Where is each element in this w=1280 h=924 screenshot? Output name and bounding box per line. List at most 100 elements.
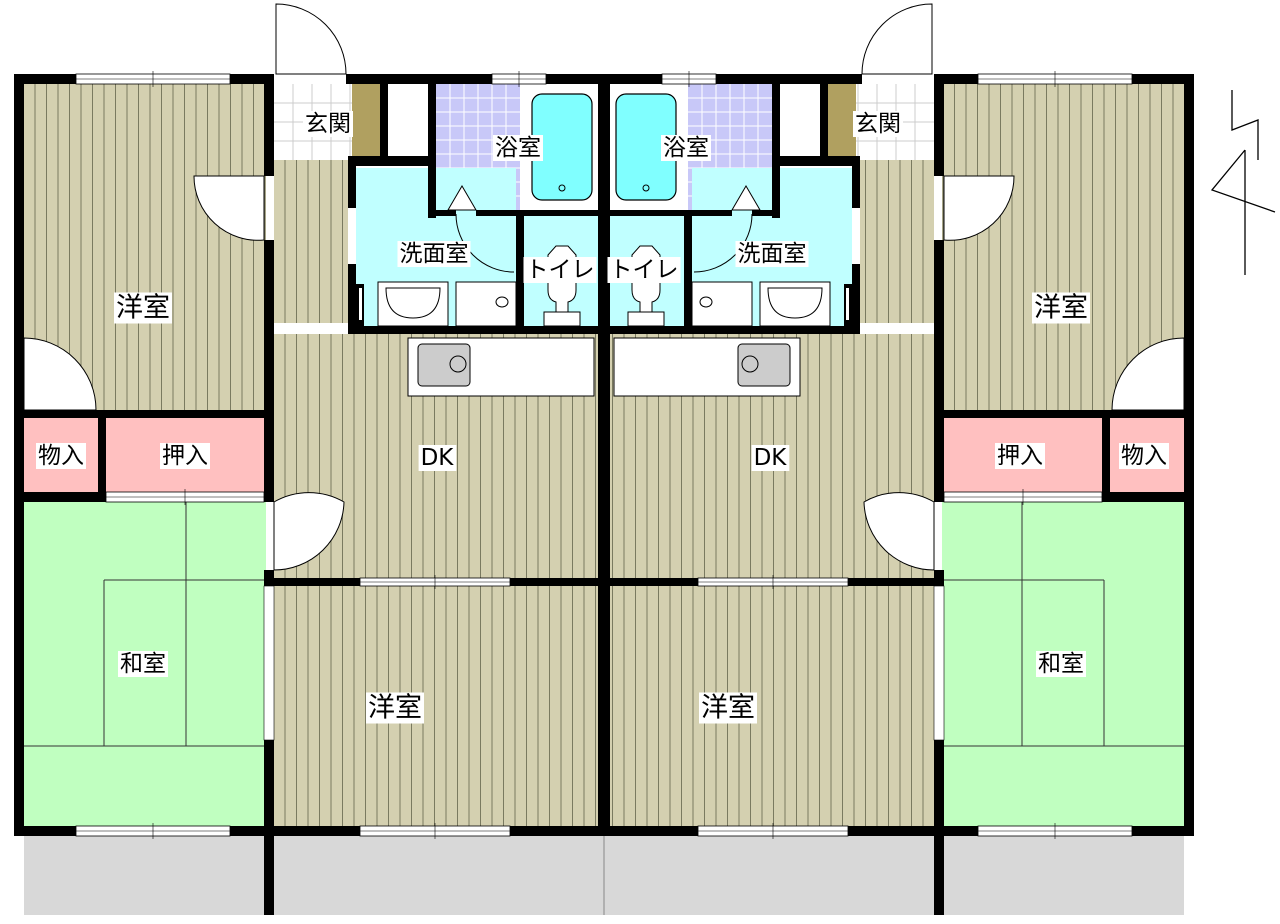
shoe-shelf — [828, 84, 856, 156]
wall — [1102, 418, 1110, 502]
wall — [348, 326, 604, 334]
tub-drain — [558, 184, 566, 192]
japanese-room-door — [273, 492, 345, 571]
wall — [264, 578, 360, 586]
label-japanese-room-right: 和室 — [1038, 651, 1084, 677]
balcony-floor — [24, 836, 266, 915]
wall — [602, 210, 732, 216]
label-toilet-right: トイレ — [610, 257, 679, 283]
label-japanese-room-left: 和室 — [120, 651, 166, 677]
right-unit-geometry — [600, 3, 1194, 915]
storage-cabinet — [780, 84, 820, 160]
wall — [684, 210, 692, 326]
wall — [934, 240, 944, 502]
label-closet-left: 押入 — [162, 443, 208, 469]
label-closet-right: 押入 — [997, 443, 1043, 469]
label-western-room-2-left: 洋室 — [368, 693, 422, 724]
western-room-1-balcony-door — [1111, 337, 1185, 411]
label-background — [751, 445, 790, 471]
wall — [942, 410, 1184, 418]
wall — [934, 410, 944, 502]
wall — [604, 826, 698, 836]
north-arrow-icon — [1210, 90, 1276, 275]
wall — [510, 826, 604, 836]
door-swing — [693, 213, 753, 273]
sliding-door — [263, 585, 275, 741]
kitchen-sink — [737, 343, 791, 387]
wall — [230, 826, 274, 836]
label-background — [853, 111, 903, 137]
wall-gap — [846, 288, 849, 320]
drain — [699, 296, 713, 308]
label-background — [607, 257, 681, 283]
label-background — [493, 135, 543, 161]
label-genkan-right: 玄関 — [855, 111, 901, 137]
wall — [264, 240, 274, 502]
entrance-door — [861, 3, 933, 75]
label-storage-right: 物入 — [1121, 443, 1167, 469]
wall — [934, 836, 944, 915]
basin-bowl — [385, 287, 441, 319]
wall — [428, 210, 456, 216]
western-room-1-balcony-door — [23, 337, 97, 411]
wall — [934, 74, 978, 84]
corridor-floor — [860, 160, 934, 326]
wall — [230, 74, 274, 84]
bath-door — [731, 185, 761, 211]
label-background — [397, 241, 471, 267]
wall — [934, 74, 944, 176]
wall — [1132, 826, 1194, 836]
wall — [934, 826, 978, 836]
label-dk-left: DK — [421, 445, 455, 471]
wall — [510, 578, 604, 586]
label-background — [699, 692, 757, 724]
wall — [348, 156, 436, 166]
wall — [24, 410, 266, 418]
toilet-tank — [627, 311, 665, 327]
western-room-1-door — [193, 175, 265, 241]
wall — [852, 264, 860, 334]
wall — [346, 74, 492, 84]
label-bath-right: 浴室 — [663, 135, 709, 161]
label-genkan-left: 玄関 — [305, 111, 351, 137]
wall — [604, 578, 698, 586]
label-background — [1036, 651, 1086, 677]
wall — [604, 326, 860, 334]
sink-drain — [741, 355, 759, 373]
basin-bowl — [767, 287, 823, 319]
wall — [820, 84, 828, 160]
wall — [772, 84, 780, 218]
wall — [516, 210, 524, 326]
wall-gap — [359, 288, 362, 320]
wall — [716, 74, 862, 84]
wall — [1102, 492, 1184, 502]
label-washroom-right: 洗面室 — [738, 241, 807, 267]
label-background — [118, 651, 168, 677]
wall — [1132, 74, 1194, 84]
label-background — [366, 692, 424, 724]
wall — [772, 156, 860, 166]
label-background — [735, 241, 809, 267]
balcony-floor — [274, 836, 604, 915]
label-washroom-left: 洗面室 — [400, 241, 469, 267]
wall — [852, 160, 860, 208]
wall — [24, 492, 106, 502]
wall — [14, 74, 24, 836]
wall — [476, 210, 606, 216]
wall — [348, 264, 356, 334]
label-background — [523, 257, 597, 283]
toilet-tank — [543, 311, 581, 327]
label-western-room-1-left: 洋室 — [116, 293, 170, 324]
japanese-room-door — [863, 492, 935, 571]
wall — [1184, 74, 1194, 836]
tub-drain — [642, 184, 650, 192]
wall — [428, 84, 436, 218]
label-storage-left: 物入 — [38, 443, 84, 469]
label-western-room-1-right: 洋室 — [1034, 293, 1088, 324]
label-background — [418, 445, 457, 471]
wall — [546, 74, 606, 84]
wall — [348, 160, 356, 208]
wall — [264, 74, 274, 176]
western-room-2-floor — [610, 586, 934, 826]
